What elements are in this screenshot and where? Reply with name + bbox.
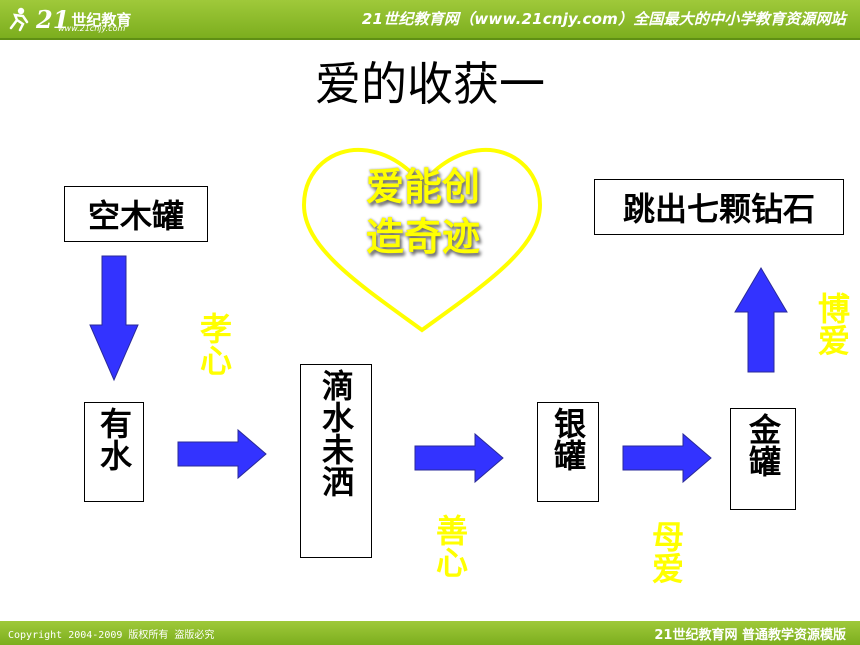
site-logo: 21 世纪教育 <box>6 3 131 35</box>
footer-copyright: Copyright 2004-2009 版权所有 盗版必究 <box>8 630 215 641</box>
box-silver-jar: 银罐 <box>537 402 599 502</box>
header-divider <box>0 38 860 40</box>
box-gold-jar-text: 金罐 <box>744 413 782 477</box>
box-empty-jar: 空木罐 <box>64 186 208 242</box>
logo-text: 世纪教育 <box>71 10 132 29</box>
logo-url: www.21cnjy.com <box>58 24 126 33</box>
footer-site: 21世纪教育网 普通教学资源模版 <box>654 628 846 643</box>
logo-number: 21 <box>36 4 70 34</box>
arrow-down <box>89 255 139 382</box>
box-gold-jar: 金罐 <box>730 408 796 510</box>
header-bar: 21 世纪教育 www.21cnjy.com 21世纪教育网（www.21cnj… <box>0 0 860 38</box>
arrow-right-3 <box>622 432 712 484</box>
box-water: 有水 <box>84 402 144 502</box>
arrow-right-1 <box>177 428 267 480</box>
heart-outline <box>301 147 543 333</box>
header-banner: 21世纪教育网（www.21cnjy.com）全国最大的中小学教育资源网站 <box>361 10 846 28</box>
box-water-text: 有水 <box>95 407 133 471</box>
box-silver-jar-text: 银罐 <box>549 407 587 471</box>
arrow-right-2 <box>414 432 504 484</box>
heart-text-line-1: 爱能创 <box>365 165 480 209</box>
footer-bar: Copyright 2004-2009 版权所有 盗版必究 21世纪教育网 普通… <box>0 621 860 645</box>
box-not-spilled: 滴水未洒 <box>300 364 372 558</box>
label-mother-love: 母爱 <box>647 520 685 584</box>
box-not-spilled-text: 滴水未洒 <box>317 369 355 497</box>
slide-title: 爱的收获一 <box>315 57 545 111</box>
label-filial: 孝心 <box>195 312 233 376</box>
heart-text: 爱能创 造奇迹 <box>320 162 526 262</box>
arrow-up <box>734 267 788 373</box>
label-universal-love: 博爱 <box>813 292 851 356</box>
heart-text-line-2: 造奇迹 <box>365 215 480 259</box>
label-kindness: 善心 <box>431 514 469 578</box>
runner-icon <box>9 7 29 32</box>
box-diamonds: 跳出七颗钻石 <box>594 179 844 235</box>
